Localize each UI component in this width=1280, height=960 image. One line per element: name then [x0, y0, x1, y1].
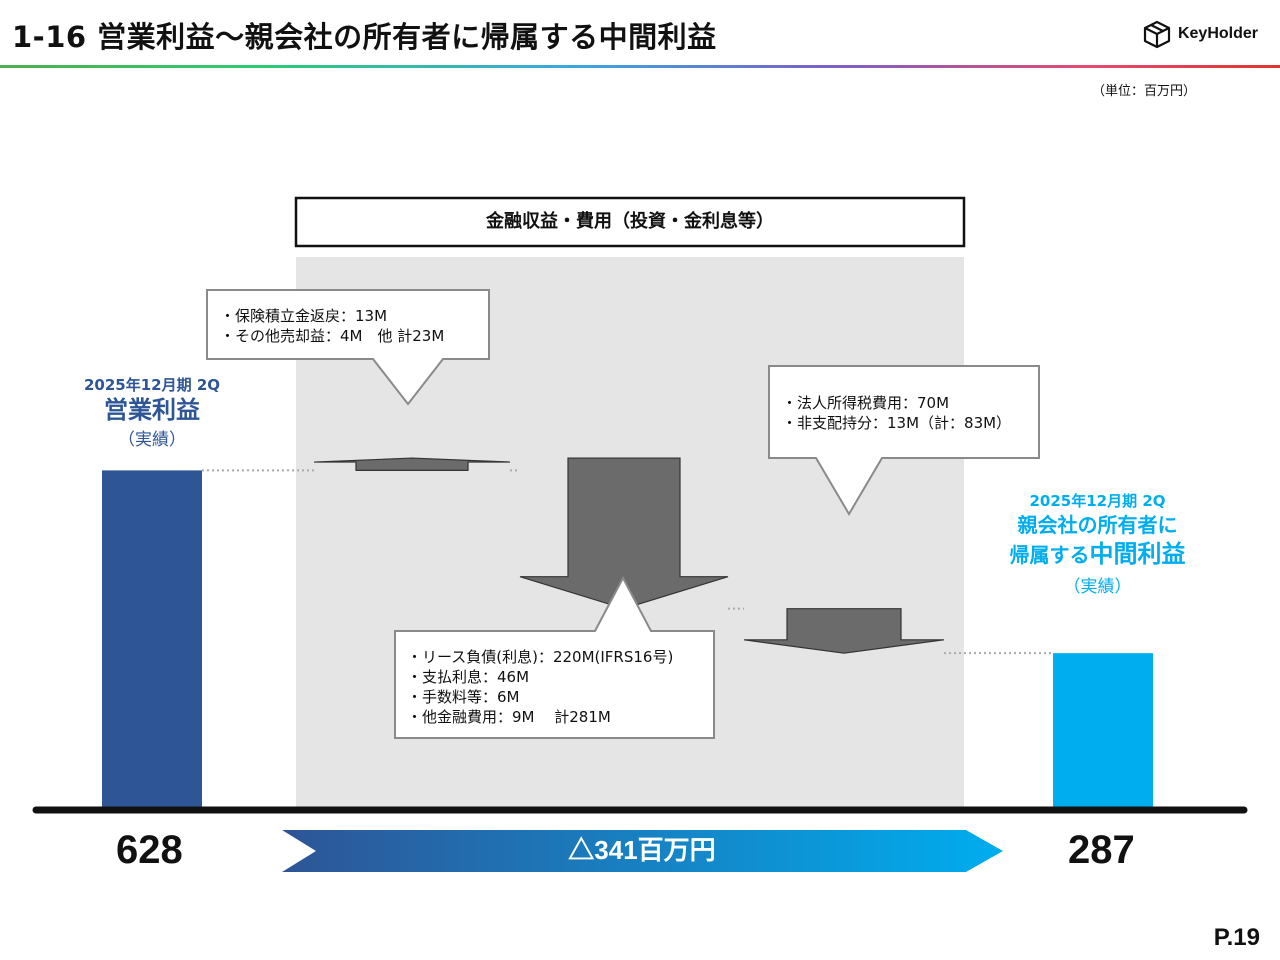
connector-lines [202, 469, 1053, 655]
callout-tax-text: ・法人所得税費用：70M ・非支配持分：13M（計：83M） [782, 393, 1011, 433]
callout-line: ・リース負債(利息)：220M(IFRS16号) [407, 648, 674, 666]
logo: KeyHolder [1142, 18, 1258, 50]
end-name-line1: 親会社の所有者に [1017, 513, 1178, 537]
callout-income-text: ・保険積立金返戻：13M ・その他売却益：4M 他 計23M [220, 306, 444, 346]
logo-text: KeyHolder [1177, 25, 1258, 42]
finance-group-box [294, 196, 966, 248]
end-value-label: 287 [1068, 828, 1135, 872]
end-name-line2b: 中間利益 [1089, 540, 1186, 568]
start-name: 営業利益 [104, 396, 200, 424]
callout-tax-bubble [768, 365, 1040, 516]
delta-arrow [282, 830, 1003, 872]
delta-label: △341百万円 [568, 835, 716, 865]
callout-line: ・その他売却益：4M 他 計23M [220, 327, 445, 345]
box-logo-icon [1143, 20, 1171, 49]
start-period: 2025年12月期 2Q [83, 376, 221, 394]
page-number: P.19 [1213, 924, 1260, 951]
end-name-line2: 帰属する中間利益 [985, 539, 1210, 572]
callout-line: ・他金融費用：9M 計281M [407, 708, 611, 726]
end-note: （実績） [1063, 577, 1132, 597]
bar-start [102, 470, 202, 807]
callout-line: ・支払利息：46M [407, 668, 530, 686]
finance-group-label: 金融収益・費用（投資・金利息等） [486, 211, 774, 232]
callout-line: ・保険積立金返戻：13M [220, 307, 388, 325]
callout-line: ・手数料等：6M [407, 688, 520, 706]
callout-income-bubble [206, 289, 490, 406]
callout-finance-bubble [394, 575, 715, 739]
header-divider [0, 65, 1280, 68]
start-note: （実績） [118, 430, 186, 450]
start-category-label: 2025年12月期 2Q 営業利益 （実績） [62, 374, 242, 450]
end-category-label: 2025年12月期 2Q 親会社の所有者に 帰属する中間利益 （実績） [985, 490, 1210, 597]
step-tax-arrow [743, 608, 945, 654]
callout-line: ・法人所得税費用：70M [782, 394, 950, 412]
end-name-line2a: 帰属する [1009, 543, 1090, 567]
callout-line: ・非支配持分：13M（計：83M） [782, 414, 1012, 432]
end-period: 2025年12月期 2Q [1029, 492, 1166, 510]
step-income-arrow [313, 457, 511, 471]
step-finance-arrow [519, 457, 729, 610]
bar-end [1053, 653, 1153, 807]
page-title: 1-16 営業利益〜親会社の所有者に帰属する中間利益 [12, 20, 717, 54]
unit-note: （単位：百万円） [1091, 84, 1196, 99]
callout-finance-text: ・リース負債(利息)：220M(IFRS16号) ・支払利息：46M ・手数料等… [407, 647, 673, 727]
start-value-label: 628 [116, 828, 183, 872]
